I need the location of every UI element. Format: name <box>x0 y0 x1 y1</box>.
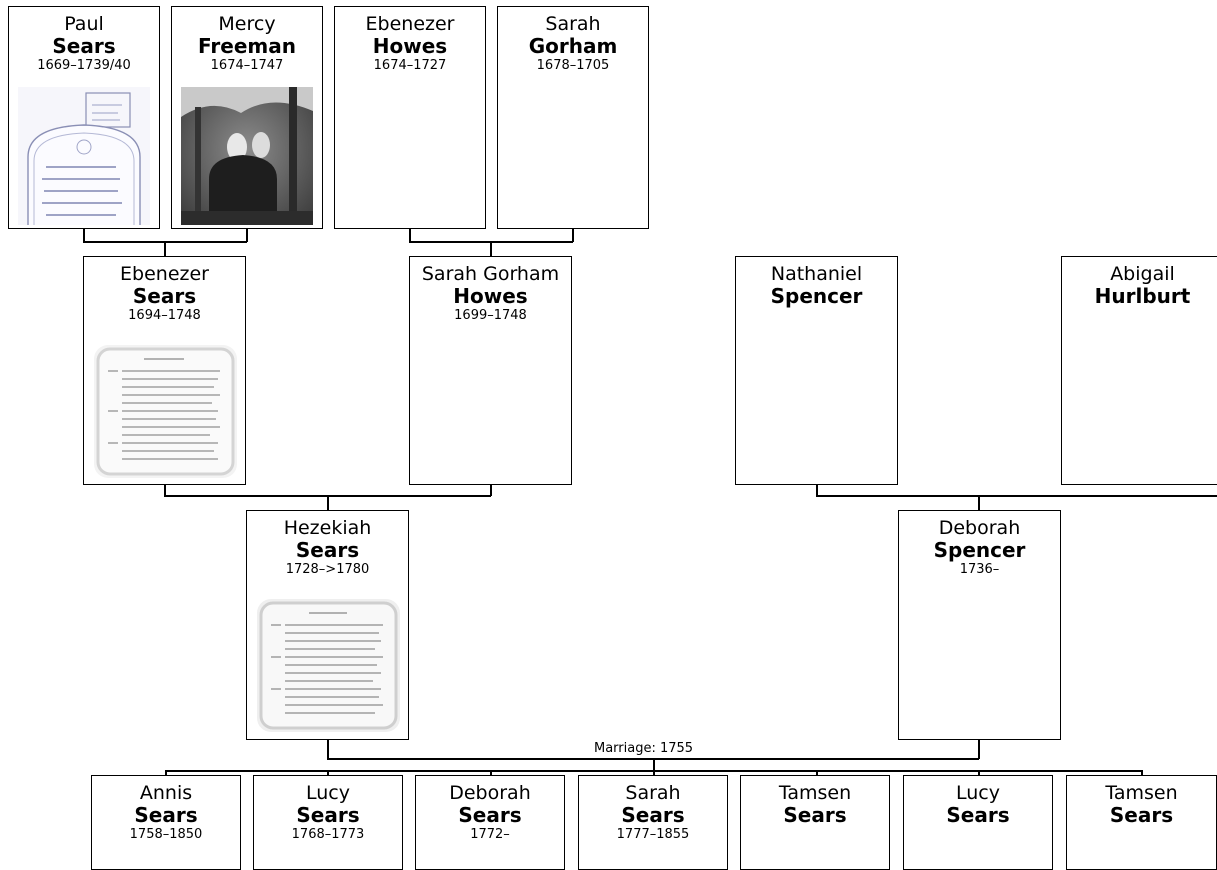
connector-line <box>978 770 980 775</box>
connector-line <box>490 770 492 775</box>
life-dates: 1699–1748 <box>454 308 527 323</box>
given-name: Mercy <box>218 13 276 35</box>
given-name: Ebenezer <box>120 263 209 285</box>
connector-line <box>978 739 980 759</box>
given-name: Sarah <box>625 782 681 804</box>
surname: Sears <box>132 284 197 308</box>
connector-line <box>164 484 166 496</box>
life-dates: 1694–1748 <box>128 308 201 323</box>
given-name: Annis <box>139 782 193 804</box>
connector-line <box>816 495 1217 497</box>
life-dates: 1728–>1780 <box>285 562 370 577</box>
given-name: Sarah Gorham <box>421 263 560 285</box>
surname: Sears <box>52 34 116 58</box>
surname: Howes <box>453 284 528 308</box>
surname: Hurlburt <box>1094 284 1191 308</box>
life-dates: 1768–1773 <box>291 827 365 842</box>
connector-line <box>246 228 248 242</box>
child-card[interactable]: Deborah Sears 1772– <box>415 775 565 870</box>
person-card-deborah-spencer[interactable]: Deborah Spencer 1736– <box>898 510 1061 740</box>
connector-line <box>490 484 492 496</box>
surname: Sears <box>621 803 685 827</box>
connector-line <box>572 228 574 242</box>
connector-line <box>978 495 980 510</box>
document-page-photo[interactable] <box>257 599 400 732</box>
person-card-ebenezer-sears[interactable]: Ebenezer Sears 1694–1748 <box>83 256 246 485</box>
given-name: Tamsen <box>1105 782 1178 804</box>
connector-line <box>327 739 329 759</box>
given-name: Lucy <box>306 782 350 804</box>
given-name: Hezekiah <box>283 517 372 539</box>
marriage-label: Marriage: 1755 <box>594 741 694 756</box>
child-card[interactable]: Lucy Sears <box>903 775 1053 870</box>
surname: Spencer <box>770 284 863 308</box>
given-name: Deborah <box>938 517 1021 539</box>
surname: Sears <box>946 803 1010 827</box>
connector-line <box>164 241 166 256</box>
given-name: Lucy <box>956 782 1000 804</box>
connector-line <box>409 228 411 242</box>
connector-line <box>327 495 329 510</box>
person-card-hezekiah-sears[interactable]: Hezekiah Sears 1728–>1780 <box>246 510 409 740</box>
person-card-sarah-gorham-howes[interactable]: Sarah Gorham Howes 1699–1748 <box>409 256 572 485</box>
person-card-mercy-freeman[interactable]: Mercy Freeman 1674–1747 <box>171 6 323 229</box>
given-name: Nathaniel <box>770 263 863 285</box>
given-name: Tamsen <box>778 782 852 804</box>
surname: Gorham <box>528 34 618 58</box>
surname: Sears <box>458 803 522 827</box>
child-card[interactable]: Tamsen Sears <box>1066 775 1217 870</box>
surname: Sears <box>134 803 198 827</box>
document-page-photo[interactable] <box>94 345 237 478</box>
connector-line <box>327 770 329 775</box>
surname: Sears <box>783 803 847 827</box>
surname: Sears <box>1109 803 1174 827</box>
person-card-ebenezer-howes[interactable]: Ebenezer Howes 1674–1727 <box>334 6 486 229</box>
life-dates: 1669–1739/40 <box>37 58 131 73</box>
person-card-nathaniel-spencer[interactable]: Nathaniel Spencer <box>735 256 898 485</box>
surname: Sears <box>295 538 360 562</box>
life-dates: 1674–1747 <box>210 58 284 73</box>
life-dates: 1758–1850 <box>129 827 203 842</box>
life-dates: 1772– <box>470 827 510 842</box>
child-card[interactable]: Sarah Sears 1777–1855 <box>578 775 728 870</box>
life-dates: 1736– <box>959 562 1000 577</box>
child-card[interactable]: Annis Sears 1758–1850 <box>91 775 241 870</box>
connector-line <box>165 770 167 775</box>
life-dates: 1674–1727 <box>373 58 447 73</box>
connector-line <box>1141 770 1143 775</box>
given-name: Deborah <box>449 782 531 804</box>
connector-line <box>653 758 655 771</box>
life-dates: 1678–1705 <box>536 58 610 73</box>
cemetery-photo[interactable] <box>181 87 313 225</box>
connector-line <box>816 770 818 775</box>
connector-line <box>653 770 655 775</box>
given-name: Ebenezer <box>365 13 455 35</box>
connector-line <box>816 484 818 496</box>
connector-line <box>490 241 492 256</box>
given-name: Sarah <box>545 13 601 35</box>
connector-line <box>83 228 85 242</box>
child-card[interactable]: Lucy Sears 1768–1773 <box>253 775 403 870</box>
surname: Howes <box>372 34 448 58</box>
person-card-abigail-hurlburt[interactable]: Abigail Hurlburt <box>1061 256 1217 485</box>
person-card-paul-sears[interactable]: Paul Sears 1669–1739/40 <box>8 6 160 229</box>
gravestone-photo[interactable] <box>18 87 150 225</box>
life-dates: 1777–1855 <box>616 827 690 842</box>
child-card[interactable]: Tamsen Sears <box>740 775 890 870</box>
surname: Spencer <box>933 538 1026 562</box>
given-name: Abigail <box>1110 263 1175 285</box>
given-name: Paul <box>64 13 104 35</box>
surname: Sears <box>296 803 360 827</box>
person-card-sarah-gorham[interactable]: Sarah Gorham 1678–1705 <box>497 6 649 229</box>
surname: Freeman <box>198 34 296 58</box>
